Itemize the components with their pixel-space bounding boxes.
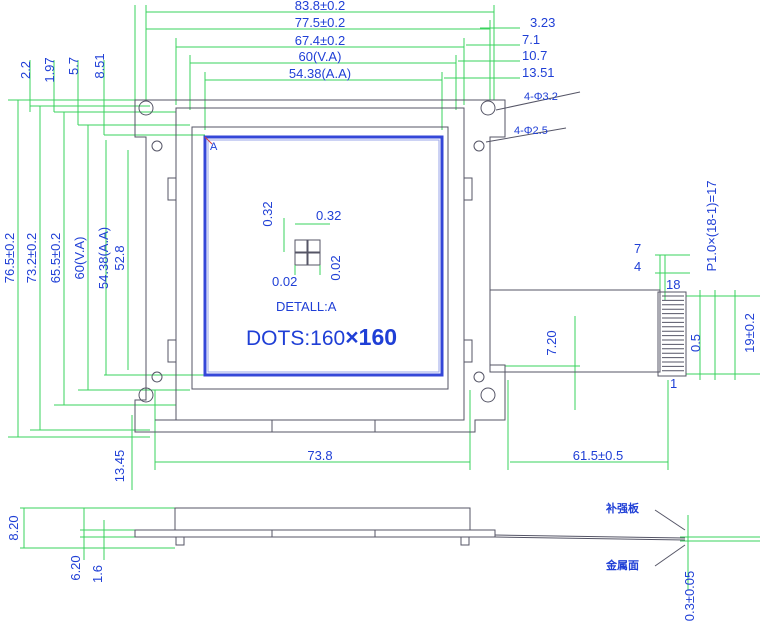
leader-line [495,91,581,111]
fpc-dim-05: 0.5 [688,334,703,352]
label-metal-face: 金属面 [605,558,639,572]
dim-pcb-width: 77.5±0.2 [295,15,346,30]
fpc-pin-1: 1 [670,376,677,391]
detail-dim-1: 0.32 [260,201,275,226]
dim-outer-height: 76.5±0.2 [2,233,17,284]
dim-inner-height: 52.8 [112,245,127,270]
dim-left-small-d: 8.51 [92,53,107,78]
side-dim-1: 8.20 [6,515,21,540]
side-dim-2: 6.20 [68,555,83,580]
label-stiffener: 补强板 [605,501,640,515]
dim-va-height: 60(V.A) [72,237,87,280]
dots-prefix: DOTS: [246,327,310,350]
fpc-pitch: P1.0×(18-1)=17 [704,180,719,271]
hole-icon [151,371,163,383]
hole-small-label: 4-Φ2.5 [514,125,548,137]
detail-marker: A [210,141,218,153]
dots-times: × [345,324,358,350]
dim-right-4: 13.51 [522,65,555,80]
dim-aa-height: 54.38(A.A) [96,227,111,289]
dim-bottom-1: 13.45 [112,450,127,483]
hole-icon [480,100,496,116]
dim-va-width: 60(V.A) [299,49,342,64]
dim-aa-width: 54.38(A.A) [289,66,351,81]
side-dim-4: 0.3±0.05 [682,571,697,622]
detail-dim-4: 0.02 [328,255,343,280]
pixel-detail [283,218,330,275]
fpc-pin-18: 18 [666,277,680,292]
dim-bezel-height: 65.5±0.2 [48,233,63,284]
dim-pcb-height: 73.2±0.2 [24,233,39,284]
fpc-dim-720: 7.20 [544,330,559,355]
dim-outer-width: 83.8±0.2 [295,0,346,13]
dim-bezel-width: 67.4±0.2 [295,33,346,48]
dots-cols: 160 [310,327,345,350]
hole-icon [151,140,163,152]
hole-big-label: 4-Φ3.2 [524,91,558,103]
leader-line [485,127,567,143]
module-outline [134,99,506,433]
hole-icon [138,100,154,116]
hole-icon [473,371,485,383]
detail-title: DETALL:A [276,299,337,314]
dim-right-2: 7.1 [522,32,540,47]
dim-left-small-b: 1.97 [42,57,57,82]
hole-icon [138,387,154,403]
dimension-labels: 83.8±0.2 77.5±0.2 67.4±0.2 60(V.A) 54.38… [2,0,757,621]
side-dim-3: 1.6 [90,565,105,583]
active-area [203,135,444,377]
dim-bottom-2: 73.8 [307,448,332,463]
detail-dim-3: 0.02 [272,274,297,289]
dots-label: DOTS:160×160 [246,324,397,350]
hole-icon [480,387,496,403]
dimension-lines [8,5,760,590]
fpc-dim-7: 7 [634,241,641,256]
mounting-holes [138,100,496,403]
fpc-dim-19: 19±0.2 [742,313,757,353]
fpc-connector [489,289,687,377]
fpc-dim-4: 4 [634,259,641,274]
dim-right-1: 3.23 [530,15,555,30]
dim-left-small-a: 2.2 [18,61,33,79]
side-view [134,507,686,567]
dim-left-small-c: 5.7 [66,57,81,75]
dots-rows: 160 [359,324,397,350]
dim-right-3: 10.7 [522,48,547,63]
hole-icon [473,140,485,152]
dim-bottom-3: 61.5±0.5 [573,448,624,463]
detail-dim-2: 0.32 [316,208,341,223]
